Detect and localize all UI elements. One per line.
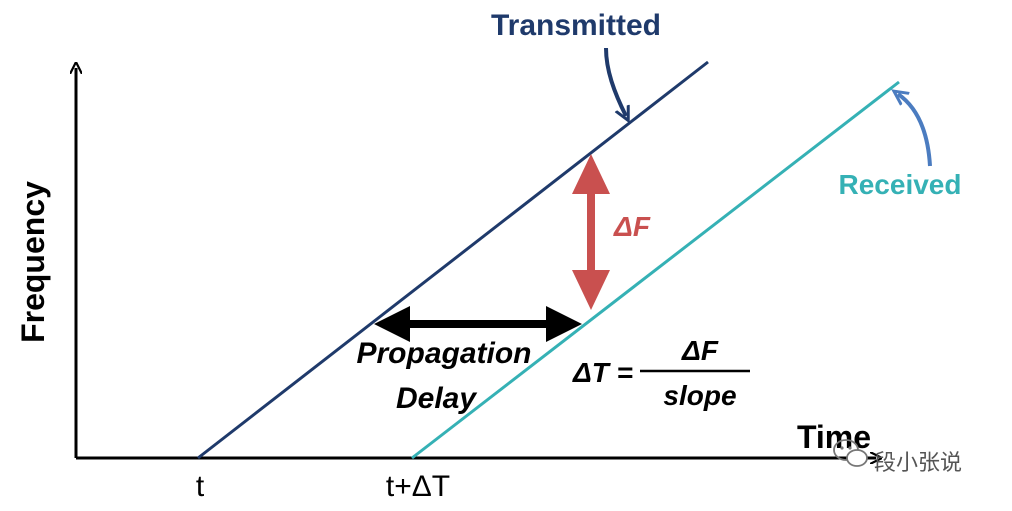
received-pointer-arrow [898, 94, 932, 167]
formula-numerator: ΔF [681, 335, 719, 366]
watermark: 段小张说 [833, 439, 962, 475]
transmitted-pointer-arrow [604, 47, 626, 116]
propagation-label-line1: Propagation [356, 337, 531, 370]
propagation-delay-arrow [374, 306, 582, 342]
received-line [411, 80, 900, 460]
formula-lhs: ΔT = [572, 357, 633, 388]
delta-f-arrow [572, 154, 610, 310]
transmitted-label: Transmitted [491, 9, 661, 42]
tick-label-t-delta: t+ΔT [386, 470, 450, 503]
watermark-text: 段小张说 [874, 450, 962, 475]
wechat-icon [833, 439, 868, 467]
delta-f-label: ΔF [613, 211, 651, 242]
formula-denominator: slope [663, 380, 736, 411]
y-axis-label: Frequency [15, 181, 51, 343]
transmitted-line [197, 60, 709, 460]
received-label: Received [839, 169, 962, 200]
propagation-label-line2: Delay [396, 382, 477, 415]
tick-label-t: t [196, 470, 205, 503]
